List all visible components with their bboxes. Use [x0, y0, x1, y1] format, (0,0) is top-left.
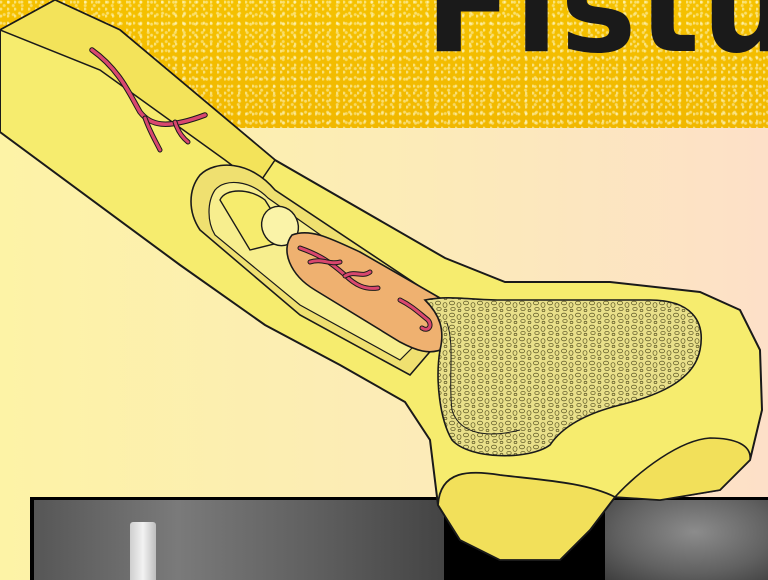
slide: Fistu — [0, 0, 768, 580]
bone-illustration — [0, 0, 768, 580]
